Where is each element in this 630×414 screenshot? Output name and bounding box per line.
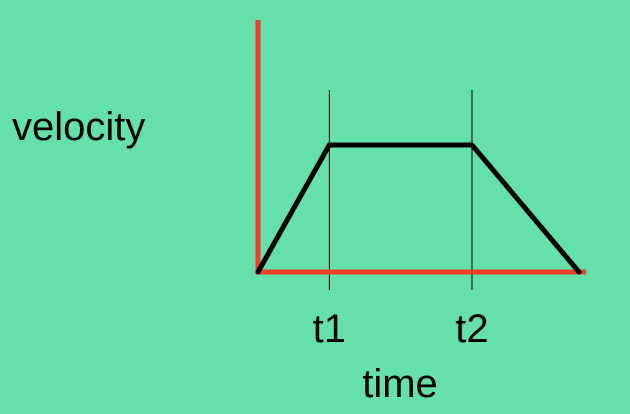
y-axis-label: velocity: [12, 105, 145, 149]
velocity-line-series-0: [255, 142, 582, 275]
x-axis-label: time: [362, 362, 438, 406]
tick-label-t2: t2: [455, 307, 488, 351]
tick-label-t1: t1: [313, 307, 346, 351]
